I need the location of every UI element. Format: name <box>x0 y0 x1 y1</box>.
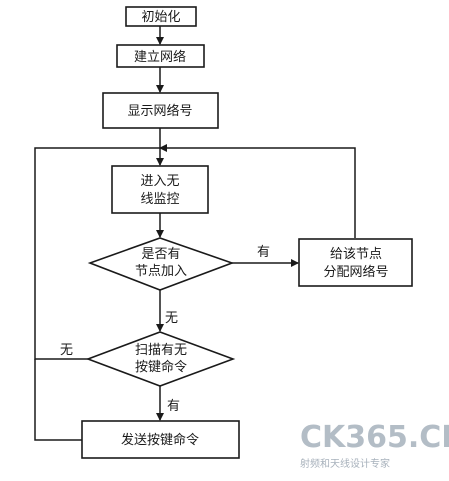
node-scan-keys-label-2: 按键命令 <box>135 359 187 375</box>
node-join-label-2: 节点加入 <box>135 264 187 279</box>
edge-label-join-yes: 有 <box>257 245 270 260</box>
node-init: 初始化 <box>125 6 197 27</box>
node-send-key-cmd-label: 发送按键命令 <box>121 432 199 448</box>
node-node-join-decision: 是否有 节点加入 <box>87 237 235 291</box>
node-scan-keys-label-1: 扫描有无 <box>135 343 187 358</box>
node-build-network-label: 建立网络 <box>134 49 186 65</box>
watermark-tagline: 射频和天线设计专家 <box>300 457 390 470</box>
edge-assign-return <box>159 144 356 238</box>
node-wireless-monitor-label-2: 线监控 <box>140 192 179 207</box>
watermark-logo: CK365.CN <box>300 420 449 455</box>
edge-label-scan-yes: 有 <box>167 399 180 414</box>
node-wireless-monitor-label-1: 进入无 <box>140 174 179 189</box>
node-assign-id-label-1: 给该节点 <box>330 247 382 262</box>
edge-label-join-no: 无 <box>165 311 178 326</box>
edge-send-return <box>34 359 82 441</box>
node-join-label-1: 是否有 <box>141 247 180 262</box>
node-assign-id: 给该节点 分配网络号 <box>298 238 413 287</box>
node-wireless-monitor: 进入无 线监控 <box>111 165 209 214</box>
node-assign-id-label-2: 分配网络号 <box>323 264 388 280</box>
node-send-key-cmd: 发送按键命令 <box>81 420 240 459</box>
node-show-network-id-label: 显示网络号 <box>127 103 192 119</box>
connectors <box>34 26 356 441</box>
node-build-network: 建立网络 <box>116 44 205 68</box>
node-scan-keys-decision: 扫描有无 按键命令 <box>85 331 236 387</box>
edge-scan-no <box>34 147 160 360</box>
watermark: CK365.CN 射频和天线设计专家 <box>300 420 449 470</box>
node-init-label: 初始化 <box>141 10 180 25</box>
node-show-network-id: 显示网络号 <box>102 92 219 129</box>
edge-label-scan-no: 无 <box>60 343 73 358</box>
